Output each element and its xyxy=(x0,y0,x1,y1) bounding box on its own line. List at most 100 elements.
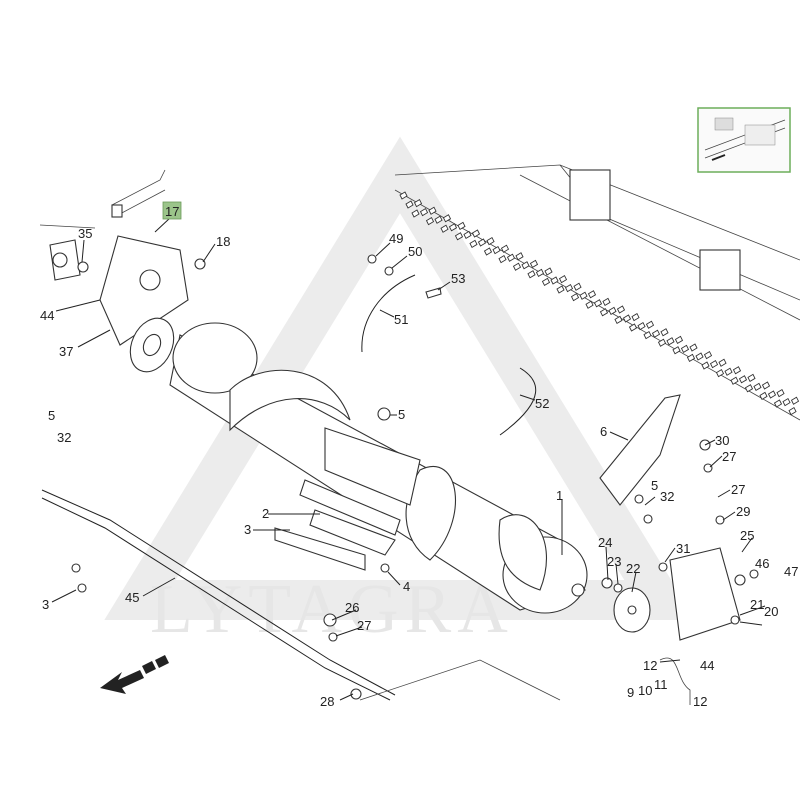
callout-32[interactable]: 32 xyxy=(660,489,674,504)
callout-3[interactable]: 3 xyxy=(42,597,49,612)
header-frame xyxy=(394,164,800,421)
callout-26[interactable]: 26 xyxy=(345,600,359,615)
callout-2[interactable]: 2 xyxy=(262,506,269,521)
callout-27[interactable]: 27 xyxy=(357,618,371,633)
auger-finger xyxy=(631,312,640,322)
auger-finger xyxy=(651,329,661,338)
auger-finger xyxy=(515,252,524,261)
left-pulley xyxy=(129,317,175,373)
auger-finger xyxy=(535,268,545,278)
leader-lines xyxy=(51,217,766,701)
callout-46[interactable]: 46 xyxy=(755,556,769,571)
auger-finger xyxy=(442,214,452,223)
callout-20[interactable]: 20 xyxy=(764,604,778,619)
auger-finger xyxy=(686,353,696,363)
callout-31[interactable]: 31 xyxy=(676,541,690,556)
auger-finger xyxy=(776,388,785,398)
auger-finger xyxy=(579,291,588,300)
auger-finger xyxy=(701,361,710,370)
auger-finger xyxy=(413,198,423,208)
auger-finger xyxy=(469,239,478,249)
callout-37[interactable]: 37 xyxy=(59,344,73,359)
callout-51[interactable]: 51 xyxy=(394,312,408,327)
callout-30[interactable]: 30 xyxy=(715,433,729,448)
auger-finger xyxy=(425,216,435,226)
callout-1[interactable]: 1 xyxy=(556,488,563,503)
auger-finger xyxy=(570,292,580,302)
callout-53[interactable]: 53 xyxy=(451,271,465,286)
auger-finger xyxy=(585,300,594,309)
callout-23[interactable]: 23 xyxy=(607,554,621,569)
auger-finger xyxy=(521,261,530,270)
overview-thumbnail-icon[interactable] xyxy=(697,107,791,173)
auger-finger xyxy=(657,338,667,347)
callout-12[interactable]: 12 xyxy=(643,658,657,673)
callout-27[interactable]: 27 xyxy=(722,449,736,464)
auger-finger xyxy=(428,206,437,215)
auger-finger xyxy=(399,191,408,200)
callout-25[interactable]: 25 xyxy=(740,528,754,543)
callout-24[interactable]: 24 xyxy=(598,535,612,550)
callout-29[interactable]: 29 xyxy=(736,504,750,519)
auger-finger xyxy=(614,315,623,325)
auger-finger xyxy=(506,253,516,262)
callout-4[interactable]: 4 xyxy=(403,579,410,594)
callout-44[interactable]: 44 xyxy=(700,658,714,673)
callout-9[interactable]: 9 xyxy=(627,685,634,700)
guide-strips xyxy=(361,274,537,436)
callout-47[interactable]: 47 xyxy=(784,564,798,579)
auger-finger xyxy=(790,396,800,405)
fasteners xyxy=(71,254,759,705)
auger-finger xyxy=(486,236,495,246)
callout-3[interactable]: 3 xyxy=(244,522,251,537)
highlighted-callout xyxy=(162,201,182,220)
auger-finger xyxy=(573,282,582,291)
auger-finger xyxy=(732,366,742,375)
auger-finger xyxy=(564,283,574,293)
callout-10[interactable]: 10 xyxy=(638,683,652,698)
auger-finger xyxy=(724,367,733,376)
auger-finger xyxy=(788,406,797,416)
callout-32[interactable]: 32 xyxy=(57,430,71,445)
auger-finger xyxy=(544,267,553,276)
auger-finger xyxy=(616,305,626,314)
callouts: 17 18 35 44 37 5 32 49 50 53 51 52 5 1 2… xyxy=(40,201,798,709)
callout-52[interactable]: 52 xyxy=(535,396,549,411)
callout-28[interactable]: 28 xyxy=(320,694,334,709)
callout-49[interactable]: 49 xyxy=(389,231,403,246)
auger-finger xyxy=(492,245,501,255)
callout-22[interactable]: 22 xyxy=(626,561,640,576)
auger-finger xyxy=(558,274,568,284)
auger-finger xyxy=(463,230,472,240)
auger-finger xyxy=(512,262,522,271)
auger-finger xyxy=(529,259,539,269)
callout-35[interactable]: 35 xyxy=(78,226,92,241)
callout-5[interactable]: 5 xyxy=(651,478,658,493)
callout-45[interactable]: 45 xyxy=(125,590,139,605)
callout-50[interactable]: 50 xyxy=(408,244,422,259)
auger-finger xyxy=(599,308,609,317)
callout-11[interactable]: 11 xyxy=(654,677,668,692)
callout-21[interactable]: 21 xyxy=(750,597,764,612)
auger-finger xyxy=(773,399,783,408)
auger-finger xyxy=(709,359,719,369)
auger-finger xyxy=(587,290,597,299)
auger-finger xyxy=(738,375,748,384)
auger-finger xyxy=(753,382,762,392)
auger-finger xyxy=(695,352,704,361)
auger-finger xyxy=(689,343,698,352)
auger-finger xyxy=(434,215,443,224)
callout-44[interactable]: 44 xyxy=(40,308,54,323)
auger-finger xyxy=(628,323,638,332)
callout-18[interactable]: 18 xyxy=(216,234,230,249)
callout-17[interactable]: 17 xyxy=(165,204,179,219)
callout-12[interactable]: 12 xyxy=(693,694,707,709)
callout-6[interactable]: 6 xyxy=(600,424,607,439)
auger-finger xyxy=(782,397,791,407)
callout-5[interactable]: 5 xyxy=(48,408,55,423)
auger-finger xyxy=(744,384,754,393)
finger-bars xyxy=(274,427,421,571)
callout-5[interactable]: 5 xyxy=(398,407,405,422)
auger-finger xyxy=(602,297,611,307)
callout-27[interactable]: 27 xyxy=(731,482,745,497)
